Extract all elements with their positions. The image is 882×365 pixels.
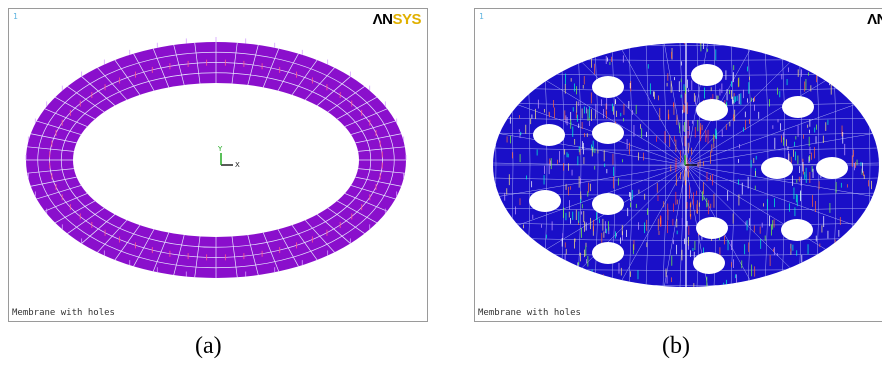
- hole-9: [529, 190, 561, 212]
- window-number: 1: [13, 12, 18, 21]
- plate-with-holes-mesh-plot: [493, 43, 879, 287]
- axis-y-label: Y: [217, 145, 223, 153]
- ansys-view-panel-b: 1 ΛN Membrane with holes: [474, 8, 882, 322]
- axis-x-label: X: [235, 161, 240, 169]
- ansys-logo: ΛN: [867, 11, 882, 28]
- hole-13: [592, 242, 624, 264]
- plate-holes: [529, 64, 848, 274]
- hole-14: [693, 252, 725, 274]
- hole-12: [781, 219, 813, 241]
- stress-vectors: [504, 43, 872, 287]
- coordinate-triad-icon: YX: [217, 145, 240, 169]
- hole-2: [691, 64, 723, 86]
- hole-11: [696, 217, 728, 239]
- window-number: 1: [479, 12, 484, 21]
- load-markers: [49, 59, 383, 261]
- figure-label-a: (a): [195, 333, 222, 359]
- hole-7: [761, 157, 793, 179]
- hole-3: [533, 124, 565, 146]
- ring-body: [26, 42, 406, 278]
- hole-1: [592, 76, 624, 98]
- figure-label-b: (b): [662, 333, 690, 359]
- ansys-logo: ΛNSYS: [372, 11, 422, 28]
- edge-tick-marks: [25, 37, 407, 278]
- hole-5: [696, 99, 728, 121]
- ring-mesh-lines: [26, 42, 406, 278]
- plot-caption: Membrane with holes: [12, 308, 115, 318]
- coordinate-triad-icon: [684, 155, 697, 166]
- ring-mesh-plot: YX: [25, 37, 407, 278]
- hole-10: [592, 193, 624, 215]
- plot-caption: Membrane with holes: [478, 308, 581, 318]
- hole-4: [592, 122, 624, 144]
- hole-6: [782, 96, 814, 118]
- hole-8: [816, 157, 848, 179]
